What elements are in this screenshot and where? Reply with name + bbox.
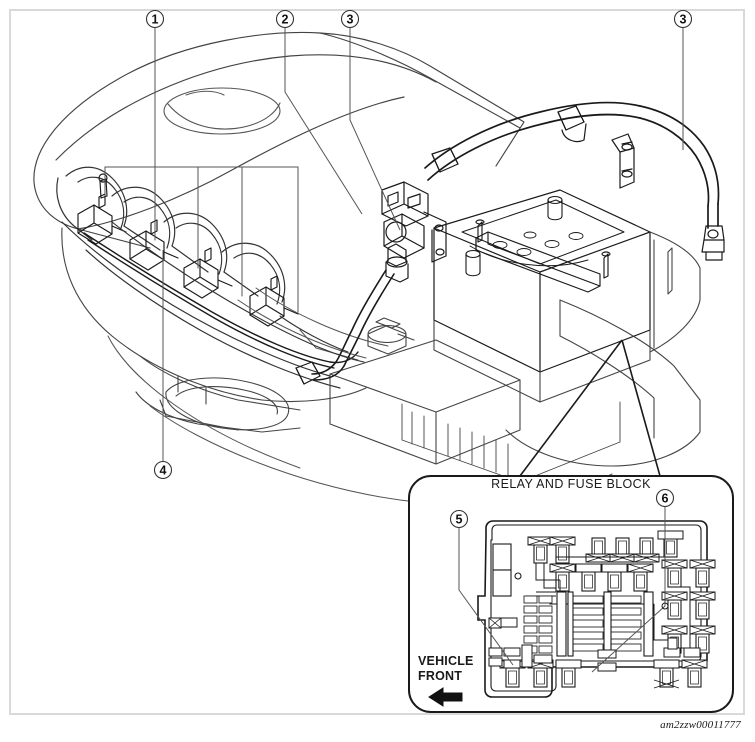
callout-2-number: 2 (282, 13, 289, 27)
intake-manifold (56, 166, 341, 389)
coil-group-bracket (104, 166, 299, 313)
relay-sockets-top-row (527, 530, 684, 564)
engine-harness-thin (111, 221, 365, 363)
callout-4[interactable]: 4 (153, 460, 173, 480)
vehicle-front-arrow-icon (428, 687, 463, 707)
callout-1-number: 1 (152, 13, 159, 27)
reservoir-tank (329, 317, 521, 465)
inset-title: RELAY AND FUSE BLOCK (491, 477, 651, 491)
fuse-block-bus-bars (556, 591, 654, 657)
engine-cover (33, 32, 525, 249)
engine-lower-block (61, 227, 367, 433)
callout-5[interactable]: 5 (449, 509, 469, 529)
callout-2[interactable]: 2 (275, 9, 295, 29)
inner-fender-panel (505, 299, 701, 467)
ignition-coils (77, 173, 299, 327)
relay-fuse-block-inset: RELAY AND FUSE BLOCK VEHICLE FRONT (408, 475, 734, 713)
leader-5 (458, 528, 514, 666)
ground-bracket (611, 133, 635, 189)
fuse-block-left-connectors (492, 543, 522, 597)
callout-bubbles: 1 2 3 3 4 (145, 9, 693, 529)
engine-compartment-drawing (33, 32, 725, 505)
leader-6 (591, 507, 666, 673)
battery-tray (433, 231, 701, 403)
vehicle-front-label-line2: FRONT (418, 669, 462, 683)
positive-battery-cable (424, 101, 720, 229)
inset-callout-leaders (458, 507, 669, 673)
harness-connector-lower (295, 361, 321, 385)
inset-pointer-lines (519, 339, 661, 477)
leader-3a (349, 28, 401, 231)
callout-5-number: 5 (456, 513, 463, 527)
callout-3-right[interactable]: 3 (673, 9, 693, 29)
callout-leader-lines (154, 28, 684, 461)
negative-battery-cable (311, 269, 395, 381)
cable-terminal-right (701, 225, 725, 261)
battery-hold-down-bracket (475, 219, 611, 293)
callout-3-right-number: 3 (680, 13, 687, 27)
fuse-block-lower-right-relays (653, 659, 708, 689)
callout-3-left-number: 3 (347, 13, 354, 27)
callout-3-left[interactable]: 3 (340, 9, 360, 29)
leader-2 (284, 28, 363, 215)
callout-4-number: 4 (160, 464, 167, 478)
relay-sockets-second-row (549, 563, 654, 592)
fusible-link-block (381, 181, 447, 283)
cable-clamps (431, 105, 587, 173)
callout-6-number: 6 (662, 492, 669, 506)
air-duct-opening (165, 377, 290, 431)
fuse-block-misc-right (597, 637, 701, 672)
callout-6[interactable]: 6 (655, 488, 675, 508)
engine-cover-emblem (163, 87, 281, 135)
vehicle-front-label-line1: VEHICLE (418, 654, 474, 668)
callout-1[interactable]: 1 (145, 9, 165, 29)
relay-sockets-right-column (661, 559, 716, 654)
radiator-fins (401, 401, 621, 483)
figure-id-label: am2zzw00011777 (660, 719, 741, 731)
